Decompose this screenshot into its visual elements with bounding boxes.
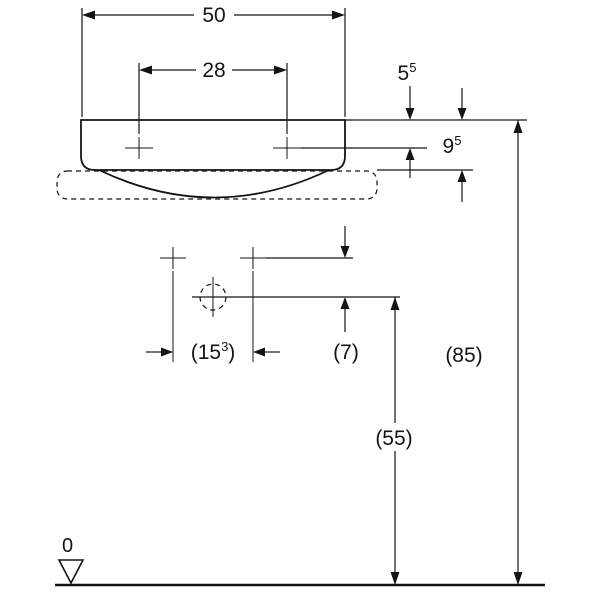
dim-lower-spacing: (153) (146, 339, 280, 364)
fixing-hole-left (160, 247, 186, 269)
bowl-curve (98, 169, 330, 199)
tap-hole-left (125, 137, 153, 159)
arrow-down-icon (513, 572, 523, 585)
tap-hole-right (273, 137, 301, 159)
arrow-up-icon (390, 297, 400, 310)
arrow-up-icon (457, 170, 467, 182)
datum-zero: 0 (57, 535, 85, 585)
dim-overall-width-label: 50 (202, 4, 225, 27)
dim-body-height-label: 95 (443, 133, 462, 158)
arrow-left-icon (139, 65, 152, 75)
dim-rim-height: (85) (445, 120, 523, 585)
arrow-left-icon (82, 10, 95, 20)
fixing-hole-right (240, 247, 266, 269)
dim-rim-height-label: (85) (445, 344, 482, 367)
arrow-down-icon (457, 108, 467, 120)
dim-lower-spacing-label: (153) (191, 339, 236, 364)
arrow-up-icon (340, 297, 350, 309)
dim-rim-to-holes-label: 55 (398, 60, 417, 85)
datum-triangle-icon (57, 559, 85, 585)
dim-outlet-height: (55) (367, 297, 423, 585)
arrow-right-icon (332, 10, 345, 20)
dim-hole-spacing-label: 28 (202, 59, 225, 82)
arrow-up-icon (513, 120, 523, 133)
arrow-down-icon (340, 246, 350, 258)
arrow-down-icon (405, 108, 415, 120)
dim-overall-width: 50 (81, 4, 346, 117)
label-mask (367, 423, 423, 451)
dim-rim-to-holes: 55 (398, 60, 417, 178)
hidden-outline-dashed (56, 170, 378, 200)
dim-hole-to-outlet-label: (7) (333, 341, 359, 364)
dim-hole-spacing: 28 (138, 59, 288, 134)
dim-outlet-height-label: (55) (375, 427, 412, 450)
arrow-left-icon (253, 347, 265, 357)
arrow-right-icon (274, 65, 287, 75)
datum-zero-label: 0 (62, 535, 73, 557)
dim-body-height: 95 (443, 88, 467, 202)
basin-outline (80, 119, 346, 171)
arrow-down-icon (390, 572, 400, 585)
arrow-right-icon (161, 347, 173, 357)
dim-hole-to-outlet: (7) (333, 226, 359, 364)
arrow-up-icon (405, 148, 415, 160)
